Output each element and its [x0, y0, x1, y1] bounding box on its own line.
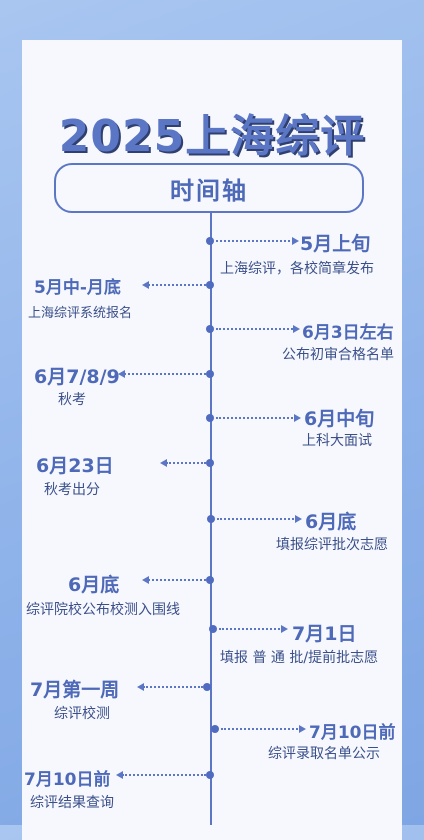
- connector-line: [216, 417, 296, 419]
- subtitle-pill: 时间轴: [54, 163, 364, 213]
- event-description: 填报 普 通 批/提前批志愿: [220, 650, 379, 666]
- timeline-dot: [207, 515, 215, 523]
- timeline-dot: [209, 625, 217, 633]
- event-date: 7月10日前: [24, 770, 111, 790]
- connector-line: [148, 579, 206, 581]
- event-description: 公布初审合格名单: [282, 347, 394, 363]
- event-date: 7月1日: [292, 623, 357, 645]
- arrow-right-icon: [292, 237, 299, 245]
- connector-line: [166, 462, 206, 464]
- timeline-dot: [206, 414, 214, 422]
- connector-line: [217, 518, 297, 520]
- timeline-dot: [206, 281, 214, 289]
- event-date: 6月底: [305, 511, 357, 533]
- event-date: 5月中-月底: [34, 278, 121, 298]
- event-date: 7月第一周: [30, 679, 120, 701]
- event-date: 6月7/8/9: [34, 366, 120, 388]
- connector-line: [143, 686, 203, 688]
- timeline-dot: [206, 459, 214, 467]
- connector-line: [216, 240, 294, 242]
- event-date: 6月3日左右: [302, 323, 394, 343]
- arrow-left-icon: [118, 370, 125, 378]
- arrow-right-icon: [299, 725, 306, 733]
- event-description: 综评结果查询: [30, 795, 114, 811]
- event-date: 6月底: [68, 574, 120, 596]
- event-date: 6月中旬: [304, 408, 375, 430]
- arrow-right-icon: [281, 625, 288, 633]
- event-description: 填报综评批次志愿: [276, 537, 388, 553]
- timeline-dot: [206, 237, 214, 245]
- arrow-right-icon: [295, 515, 302, 523]
- event-description: 综评校测: [54, 706, 110, 722]
- arrow-left-icon: [142, 281, 149, 289]
- event-date: 7月10日前: [309, 723, 396, 743]
- timeline-dot: [206, 325, 214, 333]
- arrow-left-icon: [142, 576, 149, 584]
- arrow-right-icon: [294, 414, 301, 422]
- connector-line: [216, 328, 296, 330]
- timeline-dot: [211, 725, 219, 733]
- arrow-right-icon: [293, 325, 300, 333]
- arrow-left-icon: [160, 459, 167, 467]
- timeline-dot: [206, 370, 214, 378]
- connector-line: [124, 373, 206, 375]
- page-title: 2025上海综评: [58, 111, 366, 162]
- event-description: 上海综评系统报名: [28, 306, 133, 321]
- event-description: 上科大面试: [302, 433, 372, 449]
- event-description: 综评录取名单公示: [268, 746, 380, 762]
- event-date: 6月23日: [36, 455, 114, 477]
- timeline-dot: [206, 576, 214, 584]
- arrow-left-icon: [116, 771, 123, 779]
- event-description: 秋考: [58, 392, 86, 408]
- timeline-dot: [203, 683, 211, 691]
- event-description: 上海综评，各校简章发布: [220, 261, 374, 277]
- connector-line: [219, 628, 283, 630]
- timeline-dot: [206, 771, 214, 779]
- event-date: 5月上旬: [300, 233, 371, 255]
- connector-line: [122, 774, 206, 776]
- connector-line: [221, 728, 301, 730]
- connector-line: [148, 284, 206, 286]
- event-description: 秋考出分: [44, 482, 100, 498]
- event-description: 综评院校公布校测入围线: [26, 602, 180, 618]
- arrow-left-icon: [137, 683, 144, 691]
- subtitle-label: 时间轴: [170, 176, 248, 205]
